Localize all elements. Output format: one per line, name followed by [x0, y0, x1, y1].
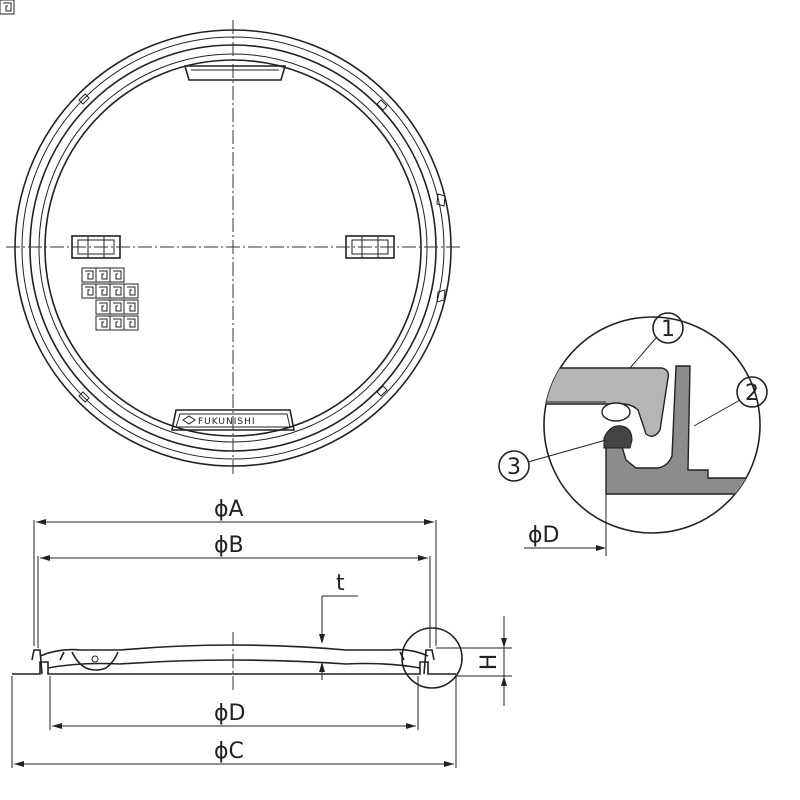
- callout-1: 1: [652, 312, 684, 344]
- dimension-c: ϕC: [11, 676, 457, 768]
- section-view: ϕA ϕB ϕD ϕC: [11, 497, 512, 768]
- dimension-b: ϕB: [37, 533, 431, 648]
- svg-text:ϕD: ϕD: [214, 701, 245, 726]
- dimension-a: ϕA: [33, 497, 437, 646]
- svg-text:H: H: [477, 654, 502, 671]
- maze-pattern-icon: [0, 0, 139, 331]
- dimension-t: t: [319, 571, 358, 680]
- callout-2: 2: [736, 376, 768, 408]
- gasket-section: [603, 425, 633, 449]
- svg-text:ϕA: ϕA: [214, 497, 244, 522]
- seal-ring: [601, 402, 631, 422]
- brand-label: FUKUNISHI: [198, 417, 256, 427]
- brand-logo-icon: [182, 415, 196, 425]
- svg-text:2: 2: [745, 381, 759, 406]
- dimension-h: H: [436, 616, 512, 706]
- svg-text:1: 1: [661, 317, 675, 342]
- svg-text:ϕD: ϕD: [528, 523, 559, 548]
- dimension-d: ϕD: [49, 676, 419, 730]
- detail-reference-circle: [401, 627, 463, 689]
- svg-text:3: 3: [507, 455, 521, 480]
- detail-dimension-d: ϕD: [524, 470, 607, 556]
- svg-text:ϕC: ϕC: [214, 739, 244, 764]
- frame-flange: [12, 661, 456, 675]
- svg-text:t: t: [336, 571, 345, 596]
- lid-profile: [39, 644, 429, 657]
- seal-detail-view: 1 2 3 ϕD: [498, 312, 768, 556]
- top-lift-slot: [183, 65, 287, 81]
- svg-text:ϕB: ϕB: [214, 533, 244, 558]
- handle-recess: [71, 651, 119, 671]
- bottom-brand-plate: FUKUNISHI: [171, 409, 295, 431]
- plan-view: FUKUNISHI: [0, 0, 460, 475]
- rim-notches: [78, 93, 446, 403]
- callout-3: 3: [498, 450, 530, 482]
